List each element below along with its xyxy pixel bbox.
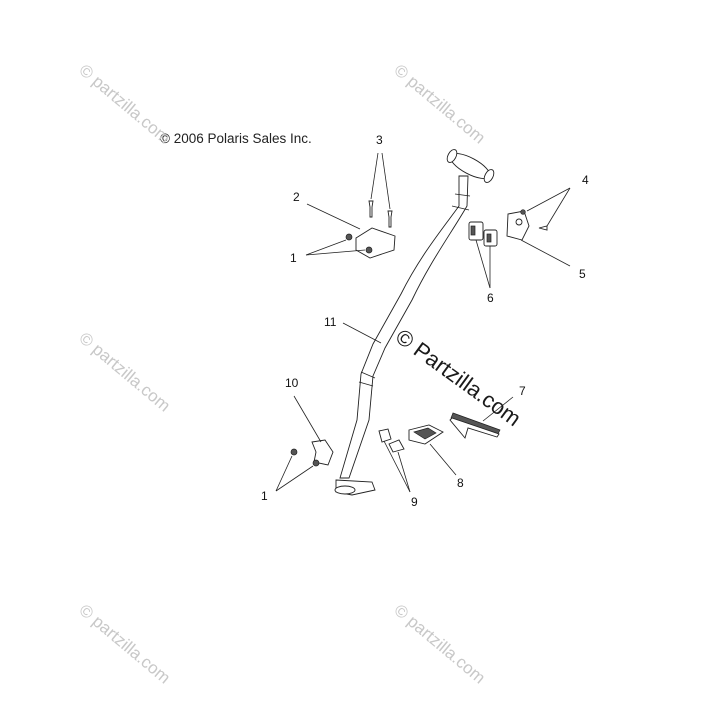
leader-1a-1	[305, 239, 347, 256]
leader-3b	[381, 152, 391, 210]
clamp-halves	[468, 221, 498, 247]
leader-5	[520, 239, 571, 267]
screw	[520, 209, 526, 215]
cap-body	[506, 210, 530, 241]
nut	[345, 233, 353, 241]
clamp-detail	[486, 233, 492, 243]
leader-2	[306, 203, 361, 230]
leader-4b	[546, 187, 571, 227]
watermark-tile: © partzilla.com	[390, 601, 489, 688]
copyright-text: © 2006 Polaris Sales Inc.	[160, 131, 312, 146]
steering-shaft	[339, 175, 469, 479]
rack	[449, 412, 501, 439]
callout-5: 5	[579, 267, 586, 281]
screw	[538, 225, 548, 231]
callout-6: 6	[487, 291, 494, 305]
leader-3a	[370, 152, 379, 200]
leader-7	[482, 396, 514, 422]
watermark-tile: © partzilla.com	[75, 601, 174, 688]
leader-10	[293, 395, 322, 443]
nut	[365, 246, 373, 254]
leader-9a	[383, 440, 411, 493]
pad	[408, 424, 444, 445]
watermark-tiles: © partzilla.com © partzilla.com © partzi…	[75, 61, 489, 688]
leader-8	[429, 443, 457, 476]
callout-7: 7	[519, 384, 526, 398]
callout-8: 8	[457, 476, 464, 490]
leader-1b-2	[275, 465, 314, 492]
callout-1-lower: 1	[261, 489, 268, 503]
pad-texture	[413, 427, 437, 440]
leader-1a-2	[305, 249, 366, 256]
callout-1-upper: 1	[290, 251, 297, 265]
lower-latch	[290, 439, 334, 467]
callout-4: 4	[582, 173, 589, 187]
clips	[378, 428, 405, 453]
clip	[388, 439, 405, 453]
leader-11	[342, 322, 382, 344]
leader-4a	[526, 187, 571, 212]
shaft-band	[451, 205, 470, 211]
clip	[378, 428, 392, 443]
callout-10: 10	[285, 376, 299, 390]
clamp-detail	[470, 225, 476, 236]
leader-1b-1	[275, 455, 293, 492]
steering-post	[334, 149, 495, 496]
latch-body	[311, 439, 334, 466]
callout-11: 11	[324, 315, 337, 329]
nut	[312, 459, 320, 467]
callout-9: 9	[411, 495, 418, 509]
t-handle-end	[483, 169, 495, 183]
leader-lines	[275, 152, 571, 493]
handle-cap	[506, 209, 548, 241]
cap-hole	[515, 218, 523, 226]
base-tube	[334, 485, 356, 495]
nut	[290, 448, 298, 456]
shaft-band	[454, 193, 471, 197]
watermark-tile: © partzilla.com	[75, 329, 174, 416]
bolt	[387, 210, 393, 228]
shaft-band	[358, 381, 374, 387]
upper-bracket	[345, 200, 396, 259]
callout-3: 3	[376, 133, 383, 147]
watermark-tile: © partzilla.com	[75, 61, 174, 148]
leader-9b	[397, 451, 411, 493]
callout-2: 2	[293, 190, 300, 204]
watermark-tile: © partzilla.com	[390, 61, 489, 148]
shaft-band	[360, 371, 376, 379]
rack-base	[449, 417, 500, 439]
callout-labels: 1 1 2 3 4 5 6 7 8 9 10 11	[261, 133, 589, 509]
bracket-plate	[355, 227, 396, 259]
leader-6a	[475, 239, 491, 289]
t-handle-end	[446, 149, 458, 163]
bolt	[368, 200, 374, 218]
